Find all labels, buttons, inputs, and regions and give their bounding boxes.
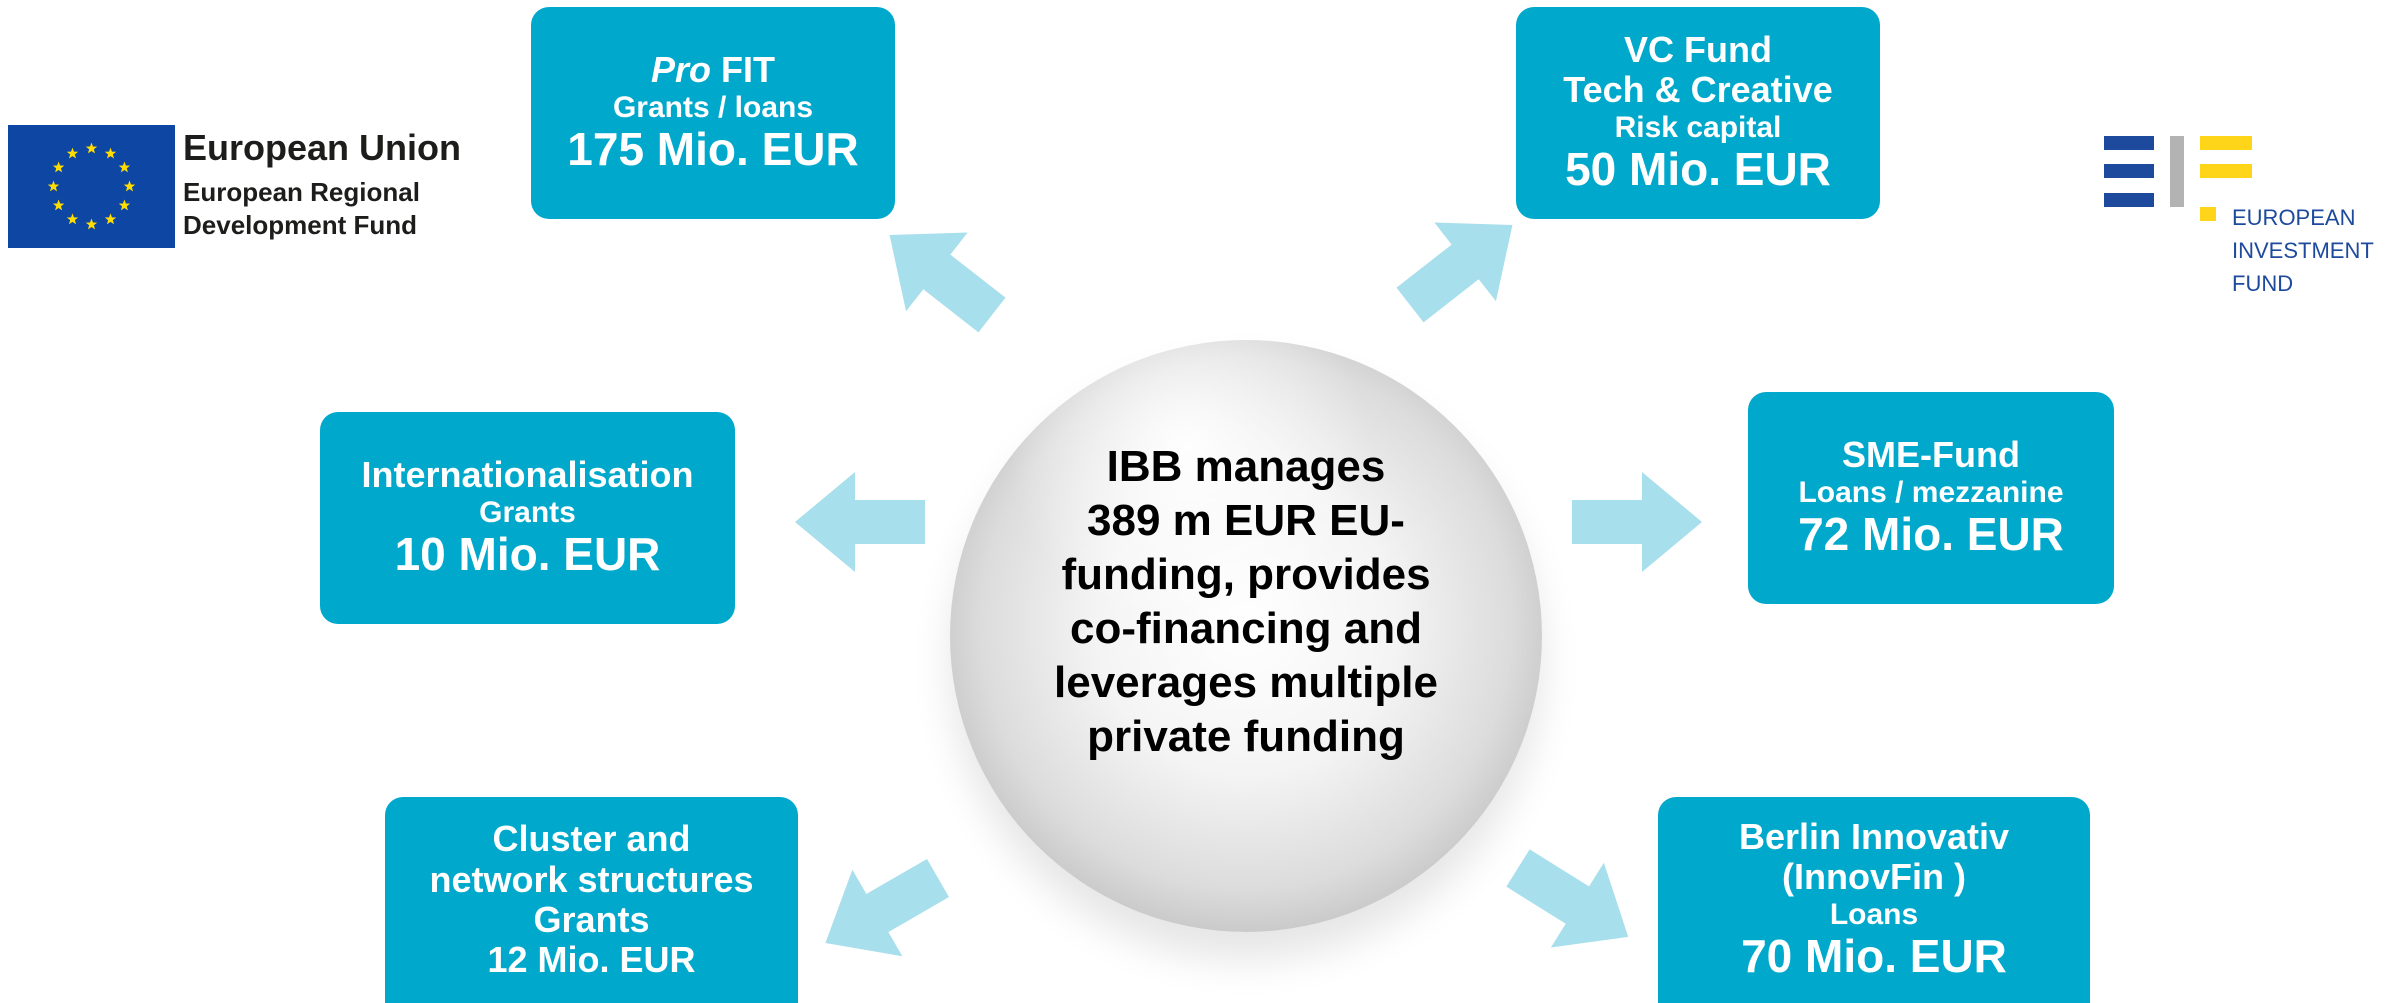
sme-type: Loans / mezzanine [1798,475,2064,509]
eu-star-icon [123,180,136,192]
arrow-to-cluster [825,858,949,957]
eu-star-icon [104,147,117,159]
berlin-amount: 70 Mio. EUR [1741,930,2007,983]
eif-logo-line2: INVESTMENT [2232,238,2374,263]
eu-star-icon [66,147,79,159]
arrow-to-intl [795,472,925,572]
center-line: leverages multiple [1054,658,1438,707]
eu-star-icon [85,142,98,154]
center-line: 389 m EUR EU- [1087,496,1405,545]
eu-star-icon [104,213,117,225]
eu-logo-line2: Development Fund [183,210,418,240]
eu-logo-text: European Union European Regional Develop… [183,127,461,242]
eu-logo-line1: European Regional [183,177,420,207]
eif-logo-line3: FUND [2232,271,2294,296]
profit-amount: 175 Mio. EUR [567,123,859,176]
eu-star-icon [118,161,131,173]
eu-star-icon [47,180,60,192]
arrow-to-profit [889,232,1006,333]
eu-logo-title: European Union [183,127,461,168]
vc-fund-box: VC Fund Tech & Creative Risk capital 50 … [1516,7,1880,219]
eif-logo-line1: EUROPEAN [2232,205,2356,230]
eif-mark-icon [2104,136,2252,221]
intl-type: Grants [479,495,576,529]
center-line: co-financing and [1070,604,1422,653]
center-text: IBB manages 389 m EUR EU- funding, provi… [1010,440,1482,764]
intl-amount: 10 Mio. EUR [394,528,661,581]
sme-box: SME-Fund Loans / mezzanine 72 Mio. EUR [1748,392,2114,604]
eu-star-icon [85,218,98,230]
vc-fund-title: VC Fund [1624,29,1772,71]
center-sphere [950,340,1542,932]
vc-fund-amount: 50 Mio. EUR [1565,143,1831,196]
berlin-box: Berlin Innovativ (InnovFin ) Loans 70 Mi… [1658,797,2090,1003]
profit-title-italic: Pro [650,49,711,91]
berlin-title: Berlin Innovativ [1738,816,2010,858]
cluster-title: Cluster and [492,818,691,860]
center-line: IBB manages [1106,442,1386,491]
arrow-to-sme [1572,472,1702,572]
eu-star-icon [118,199,131,211]
intl-box: Internationalisation Grants 10 Mio. EUR [320,412,735,624]
sme-amount: 72 Mio. EUR [1798,508,2064,561]
vc-fund-subtitle: Tech & Creative [1563,69,1833,111]
cluster-type: Grants [533,899,650,940]
sme-title: SME-Fund [1842,434,2020,476]
cluster-subtitle: network structures [429,858,754,900]
vc-fund-type: Risk capital [1614,110,1782,144]
center-line: private funding [1087,712,1405,761]
berlin-type: Loans [1829,897,1919,931]
intl-title: Internationalisation [361,454,694,496]
eu-star-icon [52,161,65,173]
profit-title: Pro FIT [651,50,775,90]
eif-logo-text: EUROPEAN INVESTMENT FUND [2232,201,2374,300]
cluster-box: Cluster and network structures Grants 12… [385,797,798,1003]
profit-box: Pro FIT Grants / loans 175 Mio. EUR [531,7,895,219]
eu-flag-icon [8,125,175,248]
berlin-subtitle: (InnovFin ) [1782,856,1966,898]
profit-type: Grants / loans [612,90,814,124]
arrow-to-berlin [1506,849,1629,948]
eu-star-icon [52,199,65,211]
eu-star-icon [66,213,79,225]
profit-title-name: FIT [721,49,775,91]
cluster-amount: 12 Mio. EUR [487,939,696,981]
center-line: funding, provides [1061,550,1431,599]
